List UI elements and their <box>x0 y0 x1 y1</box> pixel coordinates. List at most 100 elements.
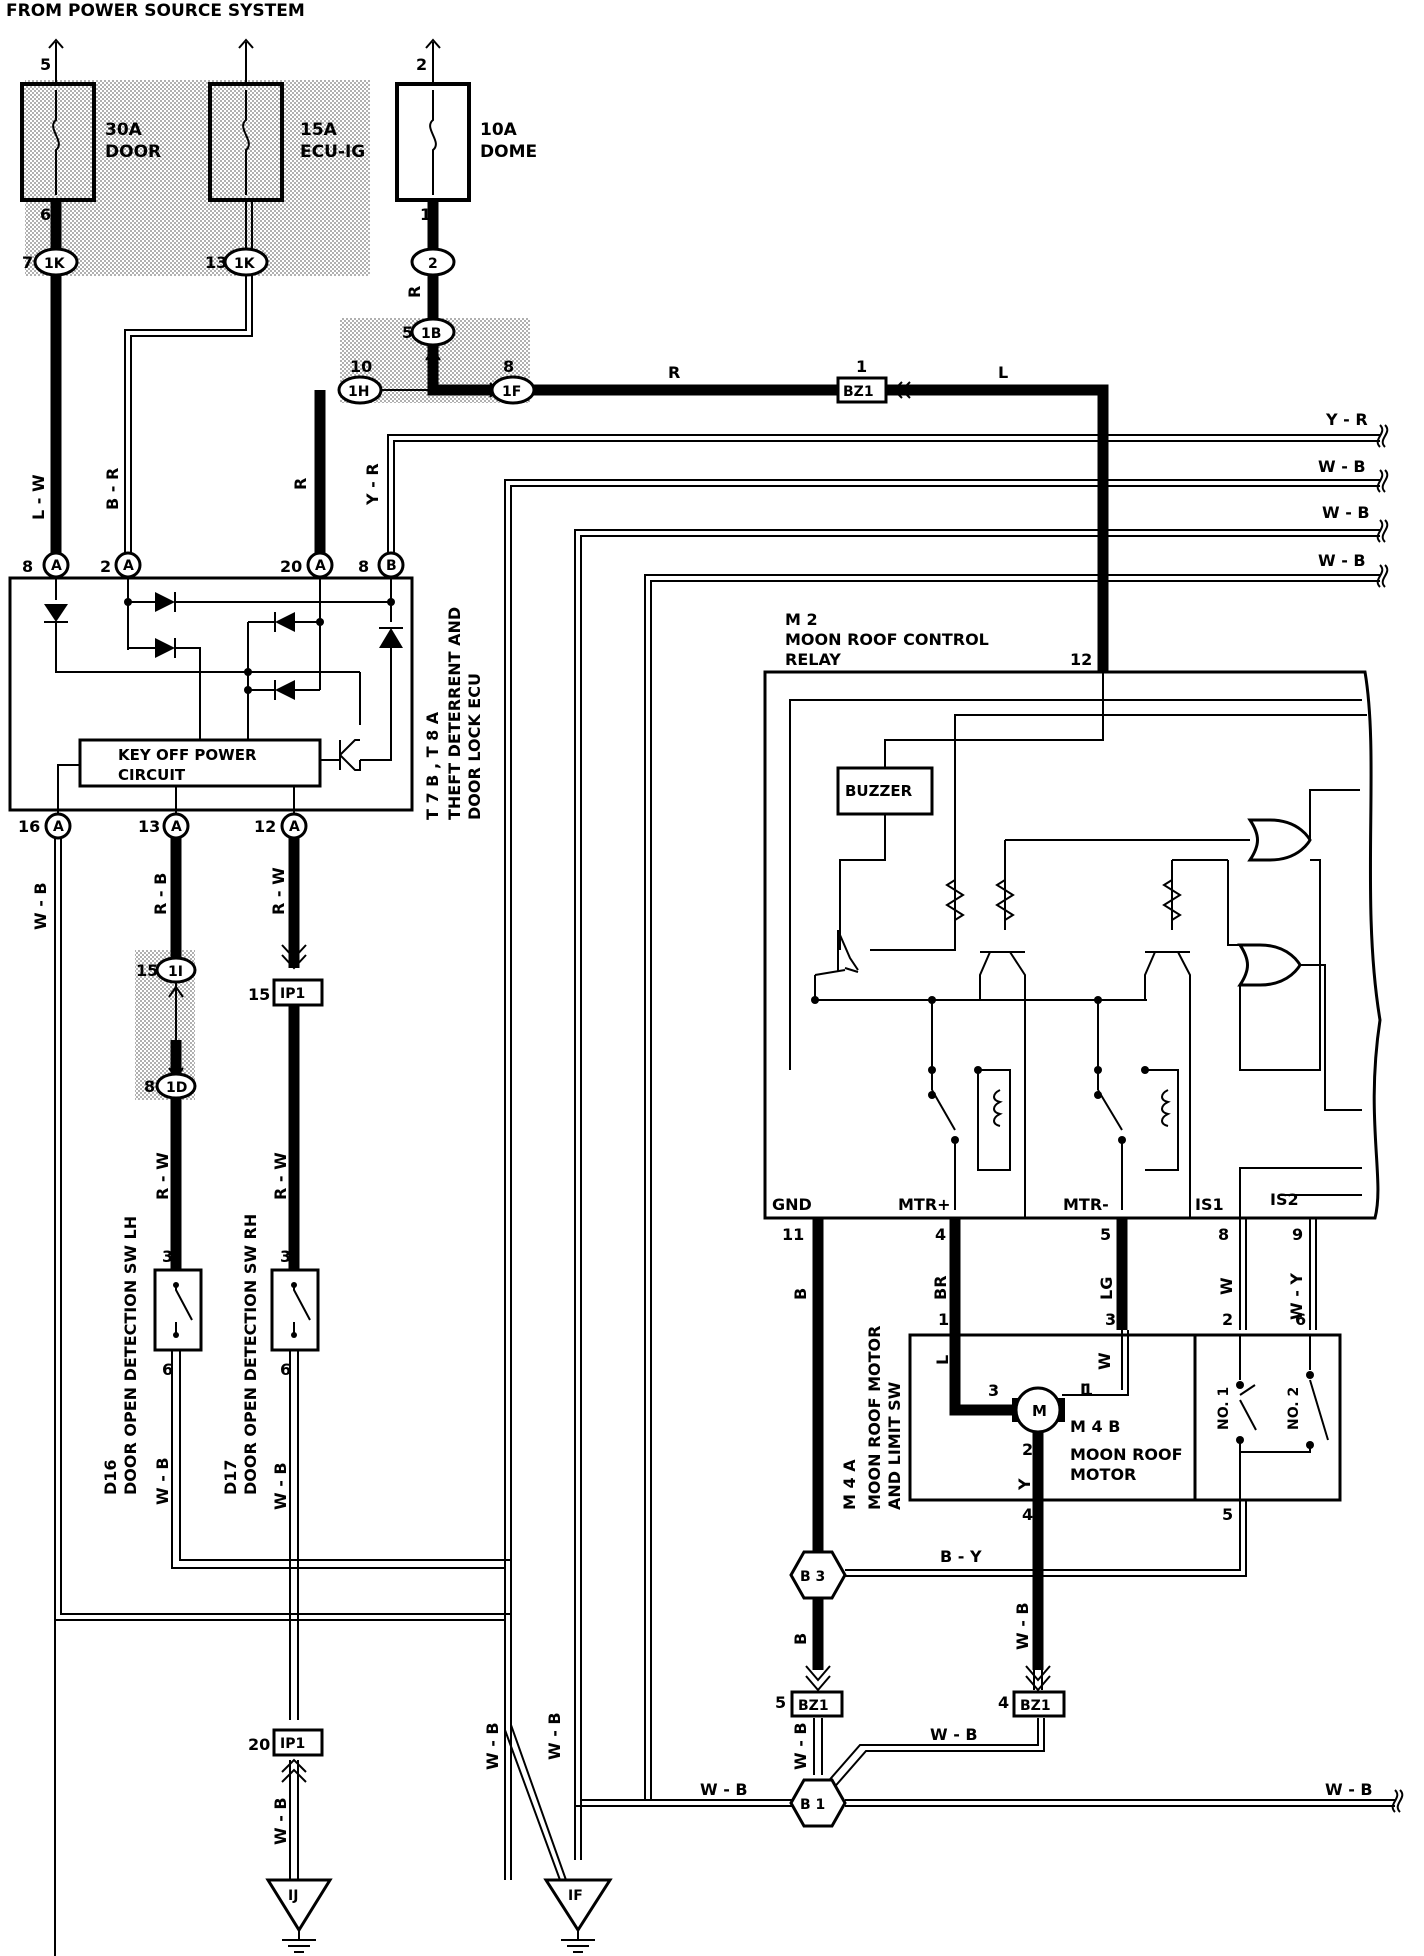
svg-text:BZ1: BZ1 <box>1020 1698 1051 1714</box>
svg-text:1: 1 <box>856 357 867 376</box>
wire-label-wb1: W - B <box>31 882 50 930</box>
svg-text:8: 8 <box>144 1077 155 1096</box>
svg-text:15A: 15A <box>300 120 338 140</box>
moon-roof-motor: M 3 1 2 L W Y I NO. 1 NO. 2 <box>908 1333 1342 1670</box>
ground-ij: IJ <box>265 1878 333 1953</box>
motor-pin-2: 2 <box>1222 1310 1233 1329</box>
connector-1k-7: 7 1K <box>22 247 79 277</box>
wire-label-wb6: W - B <box>271 1797 290 1845</box>
motor-pin-6: 6 <box>1295 1310 1306 1329</box>
svg-text:B: B <box>386 558 397 574</box>
wire-label-l: L <box>998 363 1008 382</box>
motor-pin-4: 4 <box>1022 1505 1033 1524</box>
wire-label-w1: W <box>1217 1277 1236 1295</box>
switch-rh-code: D17 <box>221 1459 240 1495</box>
wire-label-wb4: W - B <box>483 1722 502 1770</box>
motor-name-a-2: AND LIMIT SW <box>885 1381 904 1510</box>
svg-text:6: 6 <box>162 1360 173 1379</box>
connector-1f-8: 8 1F <box>490 357 536 405</box>
wire-label-rb: R - B <box>151 873 170 915</box>
wire-label-wb10: W - B <box>700 1780 748 1799</box>
svg-text:1I: 1I <box>168 964 183 980</box>
wire-label-wy: W - Y <box>1287 1273 1306 1320</box>
connector-bz1-1: 1 BZ1 <box>836 357 911 404</box>
svg-text:A: A <box>171 819 182 835</box>
wire-label-wb11: W - B <box>1325 1780 1373 1799</box>
wire-label-i: I <box>1080 1380 1086 1399</box>
wire-label-rw3: R - W <box>271 1152 290 1200</box>
wire-label-yr: Y - R <box>363 463 382 506</box>
svg-text:A: A <box>289 819 300 835</box>
wire-label-by: B - Y <box>940 1547 982 1566</box>
wire-label-lw: L - W <box>29 474 48 520</box>
relay-terminal-is2: IS2 <box>1270 1190 1299 1209</box>
svg-text:DOOR: DOOR <box>105 142 161 162</box>
wire-label-w2: W <box>1095 1352 1114 1370</box>
svg-text:M: M <box>1032 1402 1047 1420</box>
wire-label-wb9: W - B <box>930 1725 978 1744</box>
connector-b3: B 3 <box>789 1550 847 1600</box>
motor-pin-3: 3 <box>1105 1310 1116 1329</box>
connector-bz1-4: 4 BZ1 <box>998 1690 1066 1718</box>
relay-terminal-gnd: GND <box>772 1195 812 1214</box>
svg-text:7: 7 <box>22 253 33 272</box>
svg-text:8: 8 <box>503 357 514 376</box>
svg-text:2: 2 <box>428 256 438 272</box>
svg-text:1K: 1K <box>234 256 256 272</box>
svg-text:2: 2 <box>416 55 427 74</box>
svg-text:1: 1 <box>420 205 431 224</box>
svg-text:A: A <box>51 558 62 574</box>
motor-name-b-1: MOON ROOF <box>1070 1445 1183 1464</box>
wire-label-rt-wb2: W - B <box>1322 503 1370 522</box>
connector-2: 2 <box>410 247 456 277</box>
connector-1d-8: 8 1D <box>144 1072 197 1100</box>
svg-text:NO. 2: NO. 2 <box>1286 1387 1302 1430</box>
svg-text:15: 15 <box>248 985 270 1004</box>
svg-text:5: 5 <box>40 55 51 74</box>
svg-text:6: 6 <box>40 205 51 224</box>
switch-lh-name: DOOR OPEN DETECTION SW LH <box>121 1216 140 1495</box>
connector-ip1-15: 15 IP1 <box>248 978 324 1007</box>
connector-1h-10: 10 1H <box>337 357 383 405</box>
svg-text:1K: 1K <box>44 256 66 272</box>
connector-1i-15: 15 1I <box>136 956 197 984</box>
svg-text:6: 6 <box>280 1360 291 1379</box>
wire-label-l2: L <box>933 1355 952 1365</box>
svg-text:10A: 10A <box>480 120 518 140</box>
svg-text:12: 12 <box>254 817 276 836</box>
wire-label-rw1: R - W <box>269 867 288 915</box>
svg-text:CIRCUIT: CIRCUIT <box>118 766 186 784</box>
svg-text:10: 10 <box>350 357 372 376</box>
svg-text:IJ: IJ <box>288 1888 298 1904</box>
motor-pin-1: 1 <box>938 1310 949 1329</box>
svg-text:8: 8 <box>22 557 33 576</box>
connector-1b-5: 5 1B <box>402 317 456 347</box>
connector-bz1-5: 5 BZ1 <box>775 1690 844 1718</box>
relay-pin-11: 11 <box>782 1225 804 1244</box>
svg-text:3: 3 <box>988 1381 999 1400</box>
motor-code-a: M 4 A <box>840 1459 859 1510</box>
wire-label-wb5: W - B <box>545 1712 564 1760</box>
relay-pin-4: 4 <box>935 1225 946 1244</box>
ecu-label-code: T 7 B , T 8 A <box>423 711 442 820</box>
wire-label-b2: B <box>791 1633 810 1645</box>
motor-code-b: M 4 B <box>1070 1417 1120 1436</box>
svg-text:A: A <box>315 558 326 574</box>
fuse-30a-door: 5 30A DOOR 6 <box>20 38 161 224</box>
relay-code: M 2 <box>785 610 818 629</box>
relay-pin-9: 9 <box>1292 1225 1303 1244</box>
motor-name-b-2: MOTOR <box>1070 1465 1136 1484</box>
svg-text:1: 1 <box>1082 1380 1093 1399</box>
svg-text:5: 5 <box>402 323 413 342</box>
wire-label-r1: R <box>405 286 424 298</box>
wire-label-y: Y <box>1015 1478 1034 1491</box>
svg-text:KEY OFF POWER: KEY OFF POWER <box>118 746 257 764</box>
svg-text:13: 13 <box>138 817 160 836</box>
svg-text:1H: 1H <box>348 384 369 400</box>
connector-b1: B 1 <box>789 1778 847 1828</box>
wire-label-wb7: W - B <box>1013 1602 1032 1650</box>
fuse-15a-ecu-ig: 15A ECU-IG <box>208 38 365 202</box>
door-switch-lh: 3 6 <box>153 1247 203 1379</box>
svg-text:A: A <box>53 819 64 835</box>
